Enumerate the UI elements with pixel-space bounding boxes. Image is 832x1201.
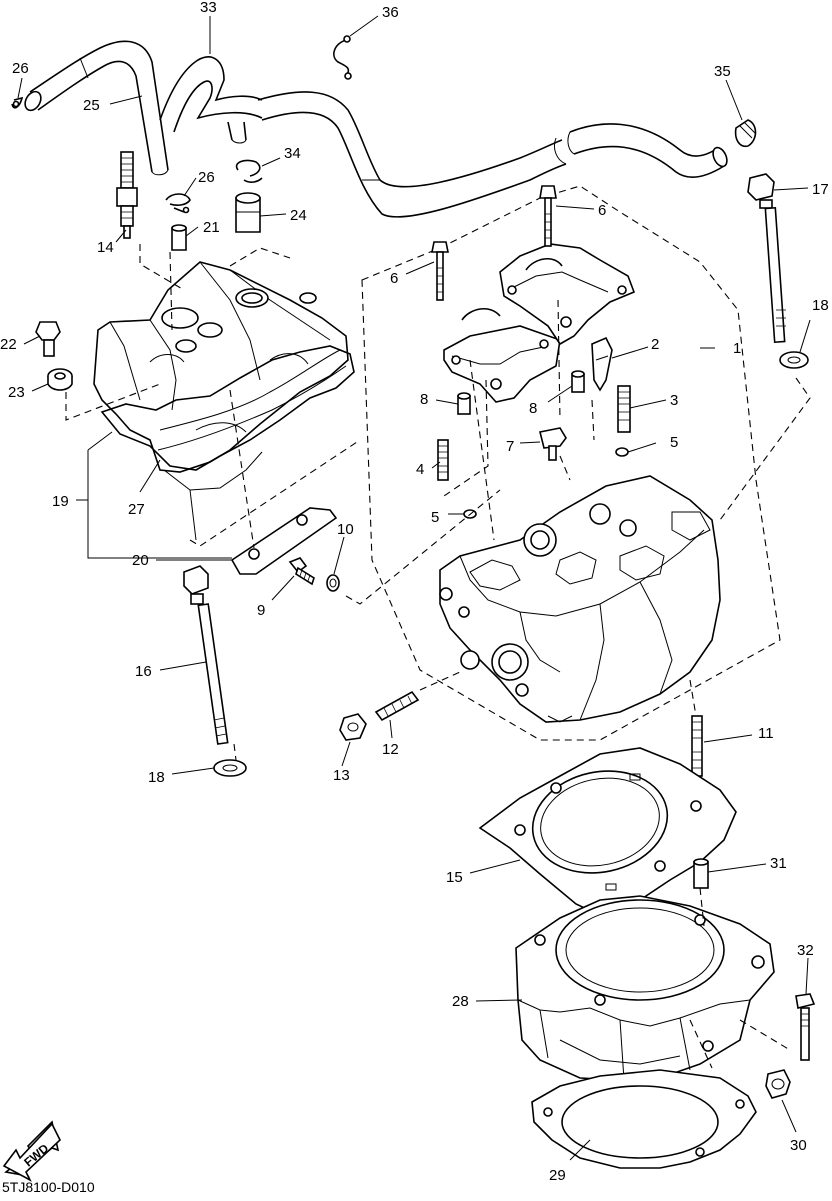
callout-19: 19 <box>52 493 69 510</box>
stud-4 <box>437 439 449 481</box>
callout-18b: 18 <box>812 297 829 314</box>
o-ring-5-right <box>615 447 629 457</box>
hose-clip-36 <box>333 35 352 80</box>
bolt-6-right <box>539 185 557 247</box>
bolt-32 <box>795 993 816 1061</box>
diagram-code: 5TJ8100-D010 <box>2 1179 95 1195</box>
callout-30: 30 <box>790 1137 807 1154</box>
stud-12 <box>374 690 420 722</box>
callout-9: 9 <box>257 602 265 619</box>
dowel-pin-31 <box>693 858 709 889</box>
callout-28: 28 <box>452 993 469 1010</box>
callout-26a: 26 <box>12 60 29 77</box>
stud-3 <box>617 385 631 433</box>
callout-22: 22 <box>0 336 17 353</box>
cylinder-base-gasket-29 <box>531 1069 757 1169</box>
callout-34: 34 <box>284 145 301 162</box>
spark-plug-14 <box>116 151 138 239</box>
callout-3: 3 <box>670 392 678 409</box>
callout-35: 35 <box>714 63 731 80</box>
grommet-24 <box>235 192 261 233</box>
callout-20: 20 <box>132 552 149 569</box>
camshaft-cap-right <box>499 243 636 346</box>
callout-2: 2 <box>651 336 659 353</box>
breather-hose-25 <box>24 40 169 176</box>
callout-14: 14 <box>97 239 114 256</box>
callout-15: 15 <box>446 869 463 886</box>
fitting-2 <box>591 336 613 392</box>
hose-clip-34 <box>235 159 263 183</box>
cylinder-block-28 <box>515 895 775 1101</box>
cylinder-head-gasket-15 <box>478 747 737 921</box>
callout-5a: 5 <box>431 509 439 526</box>
callout-32: 32 <box>797 942 814 959</box>
hose-clip-26 <box>165 193 191 214</box>
callout-12: 12 <box>382 741 399 758</box>
callout-1: 1 <box>733 340 741 357</box>
bolt-7 <box>539 427 567 461</box>
callout-18a: 18 <box>148 769 165 786</box>
hose-clip-26-left <box>11 96 24 109</box>
callout-4: 4 <box>416 461 424 478</box>
head-cover-gasket-27 <box>100 345 355 471</box>
stud-bolt-11 <box>691 715 703 777</box>
callout-leaders <box>17 15 811 1161</box>
nut-30 <box>765 1069 791 1099</box>
cylinder-head-assembly <box>361 185 781 741</box>
callout-13: 13 <box>333 767 350 784</box>
callout-33: 33 <box>200 0 217 16</box>
plate-20 <box>230 507 338 575</box>
bolt-22 <box>35 321 61 357</box>
callout-11: 11 <box>758 725 774 742</box>
callout-10: 10 <box>337 521 354 538</box>
callout-6a: 6 <box>390 270 398 287</box>
callout-31: 31 <box>770 855 787 872</box>
fwd-arrow-icon: FWD <box>2 1120 61 1182</box>
callout-17: 17 <box>812 181 829 198</box>
callout-29: 29 <box>549 1167 566 1184</box>
callout-24: 24 <box>290 207 307 224</box>
leader-lines <box>65 244 811 1069</box>
cylinder-head-cover <box>93 261 349 541</box>
bolt-9 <box>288 557 315 586</box>
breather-hose-33 <box>159 56 263 144</box>
callout-6b: 6 <box>598 202 606 219</box>
dowel-pin-8-left <box>457 392 471 415</box>
callout-25: 25 <box>83 97 100 114</box>
nut-13 <box>339 713 367 741</box>
bolt-6-left <box>431 241 449 301</box>
callout-36: 36 <box>382 4 399 21</box>
grommet-21 <box>171 224 187 251</box>
callout-21: 21 <box>203 219 220 236</box>
washer-23 <box>47 368 73 391</box>
dowel-pin-8-right <box>571 370 585 393</box>
callout-26b: 26 <box>198 169 215 186</box>
camshaft-cap-left <box>443 308 561 403</box>
head-bolt-17 <box>747 173 786 344</box>
callout-7: 7 <box>506 438 514 455</box>
washer-18-left <box>213 759 247 777</box>
washer-18-right <box>779 351 809 369</box>
hose-clip-35 <box>734 119 757 148</box>
callout-8a: 8 <box>420 391 428 408</box>
callout-16: 16 <box>135 663 152 680</box>
o-ring-10 <box>326 574 340 592</box>
callout-23: 23 <box>8 384 25 401</box>
callout-27: 27 <box>128 501 145 518</box>
callout-8b: 8 <box>529 400 537 417</box>
callout-5b: 5 <box>670 434 678 451</box>
head-bolt-16 <box>183 565 229 745</box>
breather-hose-main <box>257 91 728 218</box>
